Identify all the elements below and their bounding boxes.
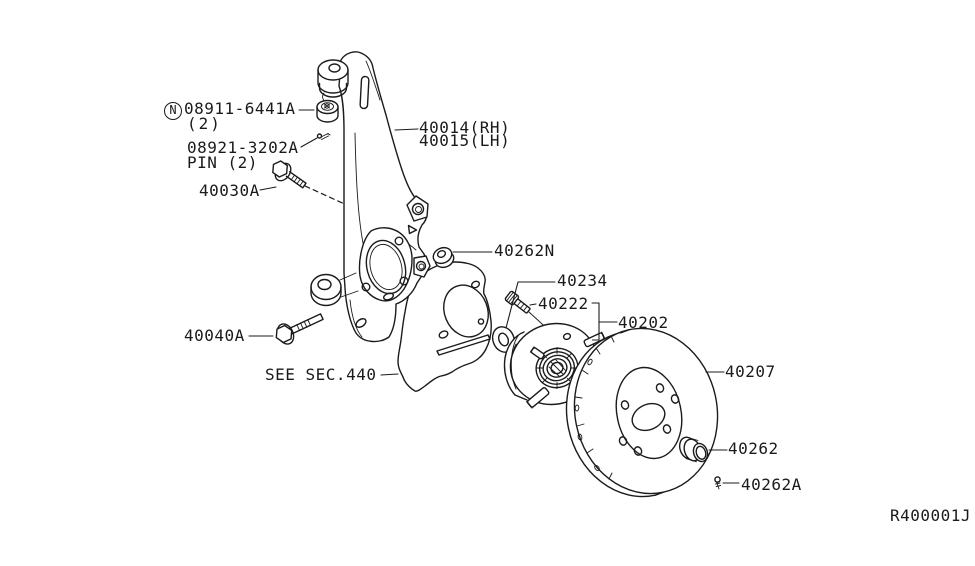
cotter-pin-08921 [316,133,331,140]
leader-lines [248,109,740,484]
knuckle-upper-boss-mount [406,195,429,235]
label-40262a: 40262A [741,475,802,494]
shield-slot [436,334,491,356]
label-40040a: 40040A [184,326,245,345]
label-40222: 40222 [538,294,589,313]
bolt-40030a [272,160,307,189]
label-see-sec-440: SEE SEC.440 [265,365,377,384]
knuckle-arm-boss [310,272,359,307]
circled-n-symbol: N [164,102,182,120]
knuckle-lower-boss-mount [413,255,431,278]
label-40014-rh: 40014(RH) [419,118,511,137]
knuckle-slot [359,75,370,110]
label-40015-lh: 40015(LH) [419,131,511,150]
label-40234: 40234 [557,271,608,290]
label-40207: 40207 [725,362,776,381]
knuckle-flange [358,227,413,302]
label-pin-08921: 08921-3202A [187,138,299,157]
label-40262: 40262 [728,439,779,458]
label-40030a: 40030A [199,181,260,200]
splash-shield [397,261,492,392]
hub-stud [526,387,550,409]
hub-stud [529,346,545,360]
bolt-axis-dashed-line [304,185,350,207]
hub-cap-40262 [678,436,709,463]
label-40202: 40202 [618,313,669,332]
label-nut-08911: 08911-6441A [184,99,296,118]
steering-knuckle [310,51,431,343]
knuckle-top-boss [317,59,349,102]
rotor-lug-holes [618,383,680,456]
shield-center-opening [443,284,489,338]
cap-screw-40262a [714,476,722,490]
rotor-center-hole [631,402,666,432]
bolt-40040a [275,313,324,345]
label-nut-qty: (2) [187,114,222,133]
drawing-reference-code: R400001J [890,506,972,525]
nut-08911 [316,99,339,123]
label-pin-note: PIN (2) [187,153,258,172]
nut-40262n [432,246,455,269]
label-40262n: 40262N [494,241,555,260]
